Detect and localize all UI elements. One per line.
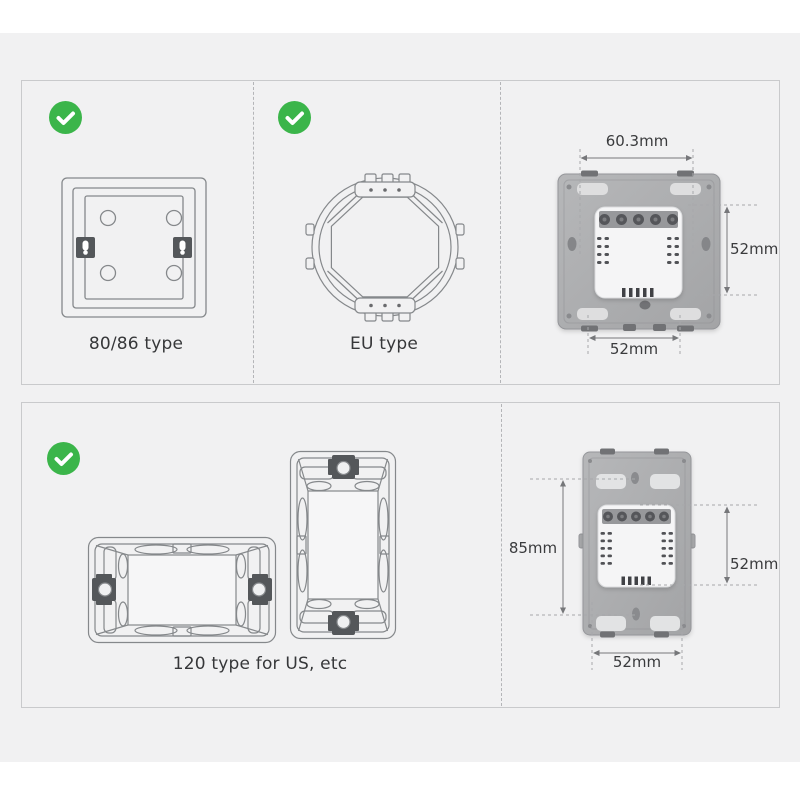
- label-8086-type: 80/86 type: [88, 334, 184, 354]
- compatibility-panel-bottom: [21, 402, 780, 708]
- dim-eu-height-right: 52mm: [730, 240, 779, 258]
- figure-background: [0, 33, 800, 762]
- check-circle-icon: [278, 101, 311, 134]
- check-circle-icon: [49, 101, 82, 134]
- dim-eu-width-bottom: 52mm: [609, 340, 659, 358]
- dashed-divider: [501, 404, 502, 706]
- dashed-divider: [500, 82, 501, 383]
- wall-box-8086-drawing: [61, 177, 207, 318]
- label-120-type: 120 type for US, etc: [172, 654, 348, 674]
- dim-us-height-left: 85mm: [508, 539, 558, 557]
- us-120-box-horizontal-drawing: [87, 536, 277, 644]
- check-circle-icon: [47, 442, 80, 475]
- dim-eu-width-top: 60.3mm: [605, 132, 669, 150]
- label-eu-type: EU type: [350, 334, 418, 354]
- dim-us-width-bottom: 52mm: [612, 653, 662, 671]
- compatibility-panel-top: [21, 80, 780, 385]
- dim-us-height-right: 52mm: [730, 555, 779, 573]
- eu-mounting-ring-drawing: [305, 173, 465, 322]
- us-switch-back-drawing: [530, 448, 759, 670]
- us-120-box-vertical-drawing: [289, 450, 397, 640]
- dashed-divider: [253, 82, 254, 383]
- eu-switch-back-drawing: [557, 149, 759, 356]
